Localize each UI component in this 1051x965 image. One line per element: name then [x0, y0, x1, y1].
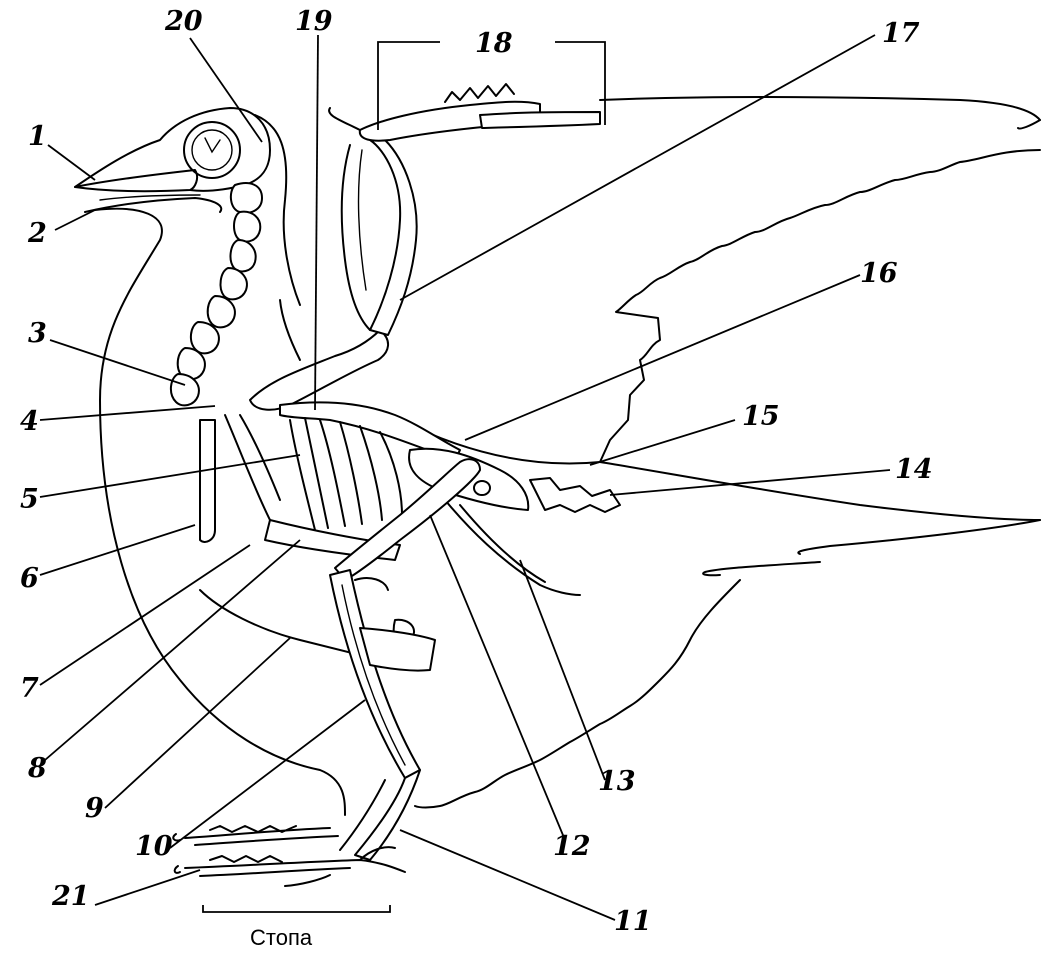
label-17: 17 [882, 18, 920, 49]
label-11: 11 [614, 906, 652, 937]
label-9: 9 [85, 793, 104, 824]
label-8: 8 [27, 753, 47, 784]
label-10: 10 [135, 831, 173, 862]
label-21: 21 [51, 881, 90, 912]
label-2: 2 [27, 218, 47, 249]
cervical-vertebrae [171, 183, 262, 405]
wing-outline [415, 97, 1040, 808]
label-15: 15 [742, 401, 780, 432]
wing-bones [250, 84, 600, 410]
label-20: 20 [164, 6, 203, 37]
label-13: 13 [598, 766, 636, 797]
label-16: 16 [860, 258, 898, 289]
label-14: 14 [895, 454, 933, 485]
label-12: 12 [553, 831, 591, 862]
foot-caption: Стопа [250, 925, 313, 950]
label-4: 4 [20, 406, 39, 437]
label-19: 19 [295, 6, 333, 37]
label-5: 5 [20, 484, 39, 515]
label-1: 1 [28, 121, 47, 152]
label-6: 6 [20, 563, 39, 594]
label-7: 7 [20, 673, 39, 704]
label-18: 18 [475, 28, 513, 59]
torso-bones [200, 402, 620, 595]
label-3: 3 [28, 318, 47, 349]
body-outline [95, 115, 600, 815]
